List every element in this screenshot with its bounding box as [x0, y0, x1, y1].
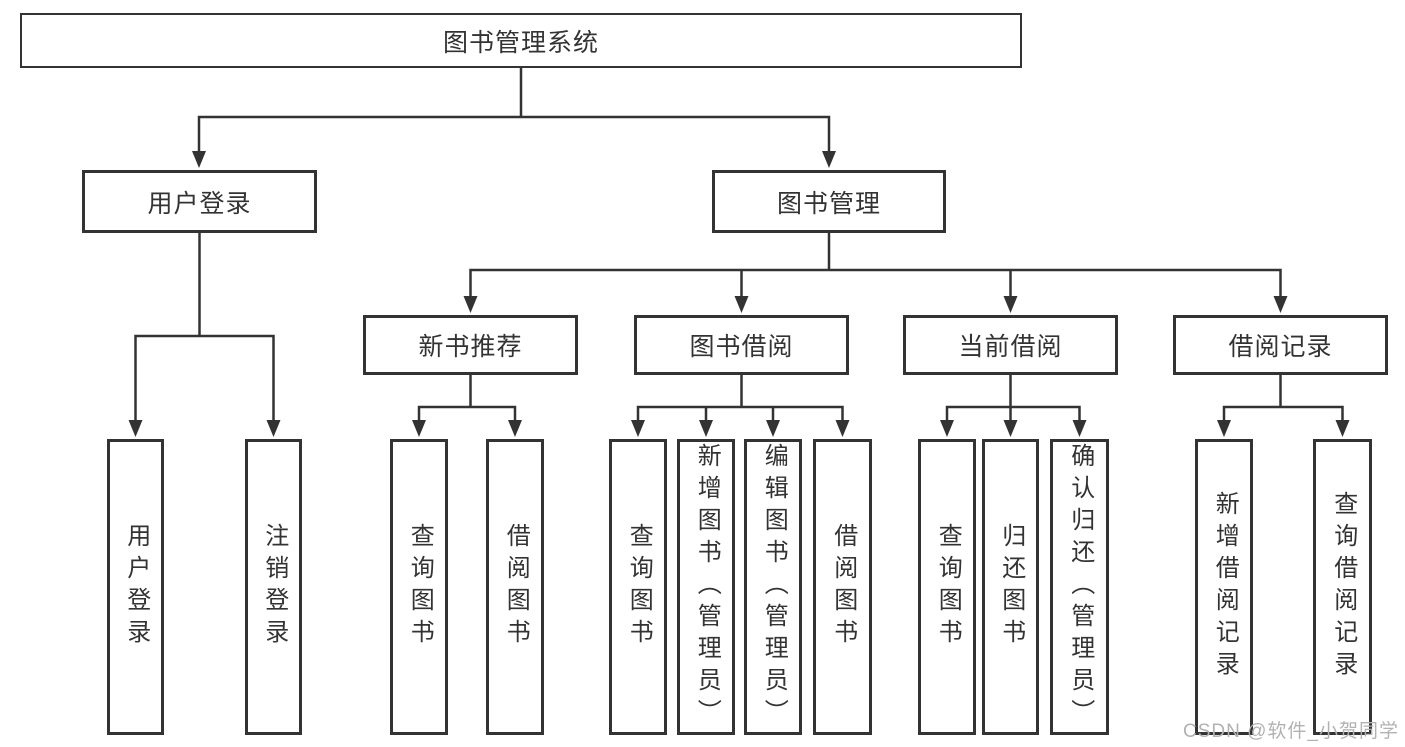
leaf-borrowing-query-books-label: 查询图书 — [625, 523, 653, 651]
node-borrowing-records-label: 借阅记录 — [1228, 333, 1333, 361]
leaf-newbook-query-books: 查询图书 — [390, 439, 448, 735]
leaf-logout-label: 注销登录 — [260, 523, 288, 651]
leaf-borrowing-add-books-admin-label: 新增图书（管理员） — [693, 443, 721, 731]
leaf-user-login-label: 用户登录 — [122, 523, 150, 651]
leaf-newbook-borrow-books: 借阅图书 — [486, 439, 544, 735]
node-root-label: 图书管理系统 — [442, 28, 599, 57]
leaf-borrowing-query-books: 查询图书 — [609, 439, 667, 735]
leaf-records-query-record-label: 查询借阅记录 — [1329, 491, 1357, 683]
node-book-management: 图书管理 — [712, 170, 946, 233]
leaf-borrowing-borrow-books-label: 借阅图书 — [829, 523, 857, 651]
node-current-borrowing: 当前借阅 — [903, 315, 1118, 375]
node-book-borrowing: 图书借阅 — [634, 315, 849, 375]
leaf-newbook-borrow-books-label: 借阅图书 — [502, 523, 530, 651]
node-new-book-recommend-label: 新书推荐 — [418, 333, 523, 361]
leaf-borrowing-edit-books-admin-label: 编辑图书（管理员） — [760, 443, 788, 731]
csdn-watermark: CSDN @软件_小贺同学 — [1183, 721, 1399, 742]
leaf-records-add-record: 新增借阅记录 — [1195, 439, 1253, 735]
leaf-borrowing-add-books-admin: 新增图书（管理员） — [677, 439, 735, 735]
leaf-borrowing-borrow-books: 借阅图书 — [813, 439, 872, 735]
node-root: 图书管理系统 — [20, 13, 1022, 68]
node-user-login: 用户登录 — [82, 170, 317, 233]
leaf-current-return-books: 归还图书 — [982, 439, 1039, 735]
node-current-borrowing-label: 当前借阅 — [958, 333, 1063, 361]
leaf-records-query-record: 查询借阅记录 — [1313, 439, 1372, 735]
node-new-book-recommend: 新书推荐 — [363, 315, 578, 375]
leaf-current-confirm-return-admin-label: 确认归还（管理员） — [1066, 443, 1094, 731]
connector-new-book-recommend-to-leaves — [417, 373, 517, 426]
leaf-current-query-books-label: 查询图书 — [934, 523, 962, 651]
connector-book-borrowing-to-leaves — [636, 373, 844, 426]
connector-borrowing-records-to-leaves — [1222, 373, 1344, 426]
arrowheads — [128, 151, 1350, 437]
leaf-user-login: 用户登录 — [107, 439, 164, 735]
leaf-logout: 注销登录 — [245, 439, 302, 735]
leaf-records-add-record-label: 新增借阅记录 — [1211, 491, 1239, 683]
leaf-newbook-query-books-label: 查询图书 — [406, 523, 434, 651]
connector-current-borrowing-to-leaves — [945, 373, 1081, 426]
leaf-current-return-books-label: 归还图书 — [997, 523, 1025, 651]
node-user-login-label: 用户登录 — [147, 189, 252, 218]
leaf-current-confirm-return-admin: 确认归还（管理员） — [1050, 439, 1109, 735]
node-borrowing-records: 借阅记录 — [1173, 315, 1388, 375]
leaf-borrowing-edit-books-admin: 编辑图书（管理员） — [744, 439, 802, 735]
connector-root-to-level2 — [197, 66, 831, 154]
connector-book-management-to-level3 — [469, 231, 1282, 301]
node-book-management-label: 图书管理 — [776, 189, 881, 218]
leaf-current-query-books: 查询图书 — [918, 439, 976, 735]
connector-user-login-to-leaves — [134, 231, 275, 426]
node-book-borrowing-label: 图书借阅 — [689, 333, 794, 361]
